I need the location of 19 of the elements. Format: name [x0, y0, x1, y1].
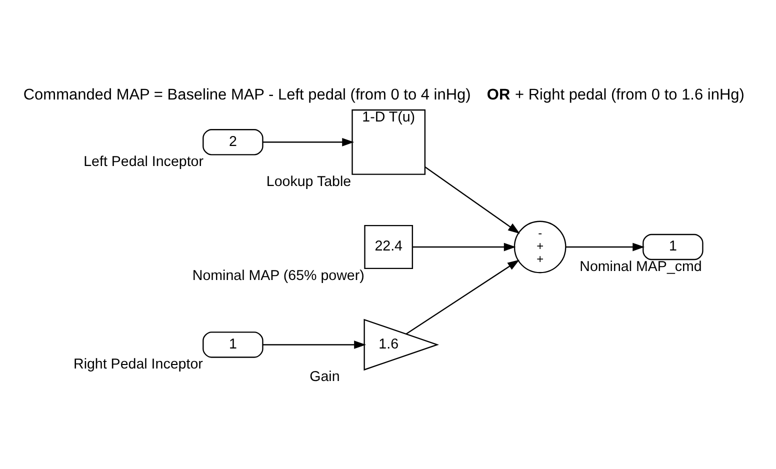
arrow	[566, 242, 645, 252]
node-box: 2	[202, 129, 264, 156]
node-label: Left Pedal Inceptor	[84, 154, 204, 170]
node-box: 1	[642, 234, 704, 260]
node-label: Right Pedal Inceptor	[74, 356, 203, 373]
arrow	[262, 138, 354, 146]
arrow	[262, 340, 366, 349]
diagram-title: Commanded MAP = Baseline MAP - Left pedal (from 0 to 4 inHg) OR + Right pedal (from 0 to 1.6 inHg)	[23, 86, 744, 104]
node-label: Nominal MAP_cmd	[580, 258, 702, 275]
node-label: Nominal MAP (65% power)	[192, 268, 364, 284]
node-box: 22.4	[364, 224, 414, 270]
node-box: 1	[202, 332, 264, 358]
node-label: Lookup Table	[266, 174, 352, 190]
arrow	[424, 166, 520, 234]
node-label: Gain	[310, 369, 340, 386]
arrow	[406, 260, 520, 334]
node-box: 1-D T(u)	[352, 109, 426, 175]
node-circle: - + +	[514, 220, 566, 274]
arrow	[412, 242, 516, 252]
